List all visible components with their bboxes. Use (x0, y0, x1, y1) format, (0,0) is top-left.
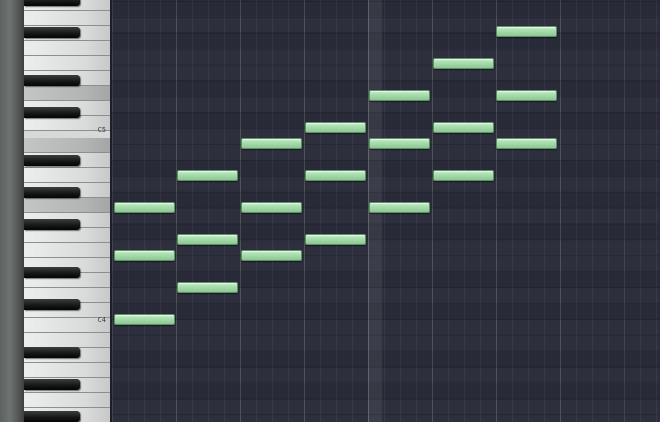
piano-key-white[interactable] (24, 228, 110, 243)
note-block[interactable] (241, 202, 302, 213)
black-key-row (112, 0, 660, 16)
note-block[interactable] (305, 122, 366, 133)
piano-key-white[interactable] (24, 86, 110, 101)
black-key-row (112, 160, 660, 176)
piano-key-white[interactable] (24, 168, 110, 183)
piano-key-white[interactable] (24, 393, 110, 408)
piano-key-white[interactable] (24, 333, 110, 348)
piano-key-black[interactable] (24, 219, 80, 230)
note-block[interactable] (177, 282, 238, 293)
black-key-row (112, 304, 660, 320)
note-block[interactable] (114, 250, 175, 261)
note-block[interactable] (433, 58, 494, 69)
black-key-row (112, 384, 660, 400)
key-label-c4: C4 (97, 316, 106, 324)
piano-key-white[interactable] (24, 41, 110, 56)
note-block[interactable] (496, 26, 557, 37)
black-key-row (112, 272, 660, 288)
piano-key-white[interactable] (24, 138, 110, 153)
window-edge (0, 0, 24, 422)
note-block[interactable] (305, 170, 366, 181)
piano-keyboard[interactable]: C5 C4 (24, 0, 112, 422)
note-block[interactable] (177, 234, 238, 245)
piano-key-c4[interactable] (24, 318, 110, 333)
piano-key-black[interactable] (24, 411, 80, 422)
black-key-row (112, 112, 660, 128)
note-block[interactable] (114, 202, 175, 213)
piano-key-black[interactable] (24, 379, 80, 390)
note-block[interactable] (496, 90, 557, 101)
piano-key-white[interactable] (24, 11, 110, 26)
piano-key-black[interactable] (24, 27, 80, 38)
note-block[interactable] (369, 202, 430, 213)
piano-key-black[interactable] (24, 155, 80, 166)
piano-key-white[interactable] (24, 56, 110, 71)
piano-key-black[interactable] (24, 107, 80, 118)
key-label-c5: C5 (97, 126, 106, 134)
piano-key-black[interactable] (24, 75, 80, 86)
note-block[interactable] (305, 234, 366, 245)
note-block[interactable] (369, 138, 430, 149)
piano-key-c5[interactable] (24, 116, 110, 131)
piano-key-black[interactable] (24, 187, 80, 198)
note-block[interactable] (114, 314, 175, 325)
piano-key-white[interactable] (24, 363, 110, 378)
note-block[interactable] (241, 250, 302, 261)
note-block[interactable] (241, 138, 302, 149)
black-key-row (112, 352, 660, 368)
note-block[interactable] (433, 122, 494, 133)
piano-key-black[interactable] (24, 267, 80, 278)
note-block[interactable] (433, 170, 494, 181)
piano-key-white[interactable] (24, 198, 110, 213)
piano-key-black[interactable] (24, 0, 80, 6)
note-block[interactable] (496, 138, 557, 149)
note-block[interactable] (369, 90, 430, 101)
black-key-row (112, 32, 660, 48)
black-key-row (112, 224, 660, 240)
piano-key-black[interactable] (24, 347, 80, 358)
piano-key-white[interactable] (24, 243, 110, 258)
note-grid[interactable] (112, 0, 660, 422)
note-block[interactable] (177, 170, 238, 181)
piano-key-black[interactable] (24, 299, 80, 310)
